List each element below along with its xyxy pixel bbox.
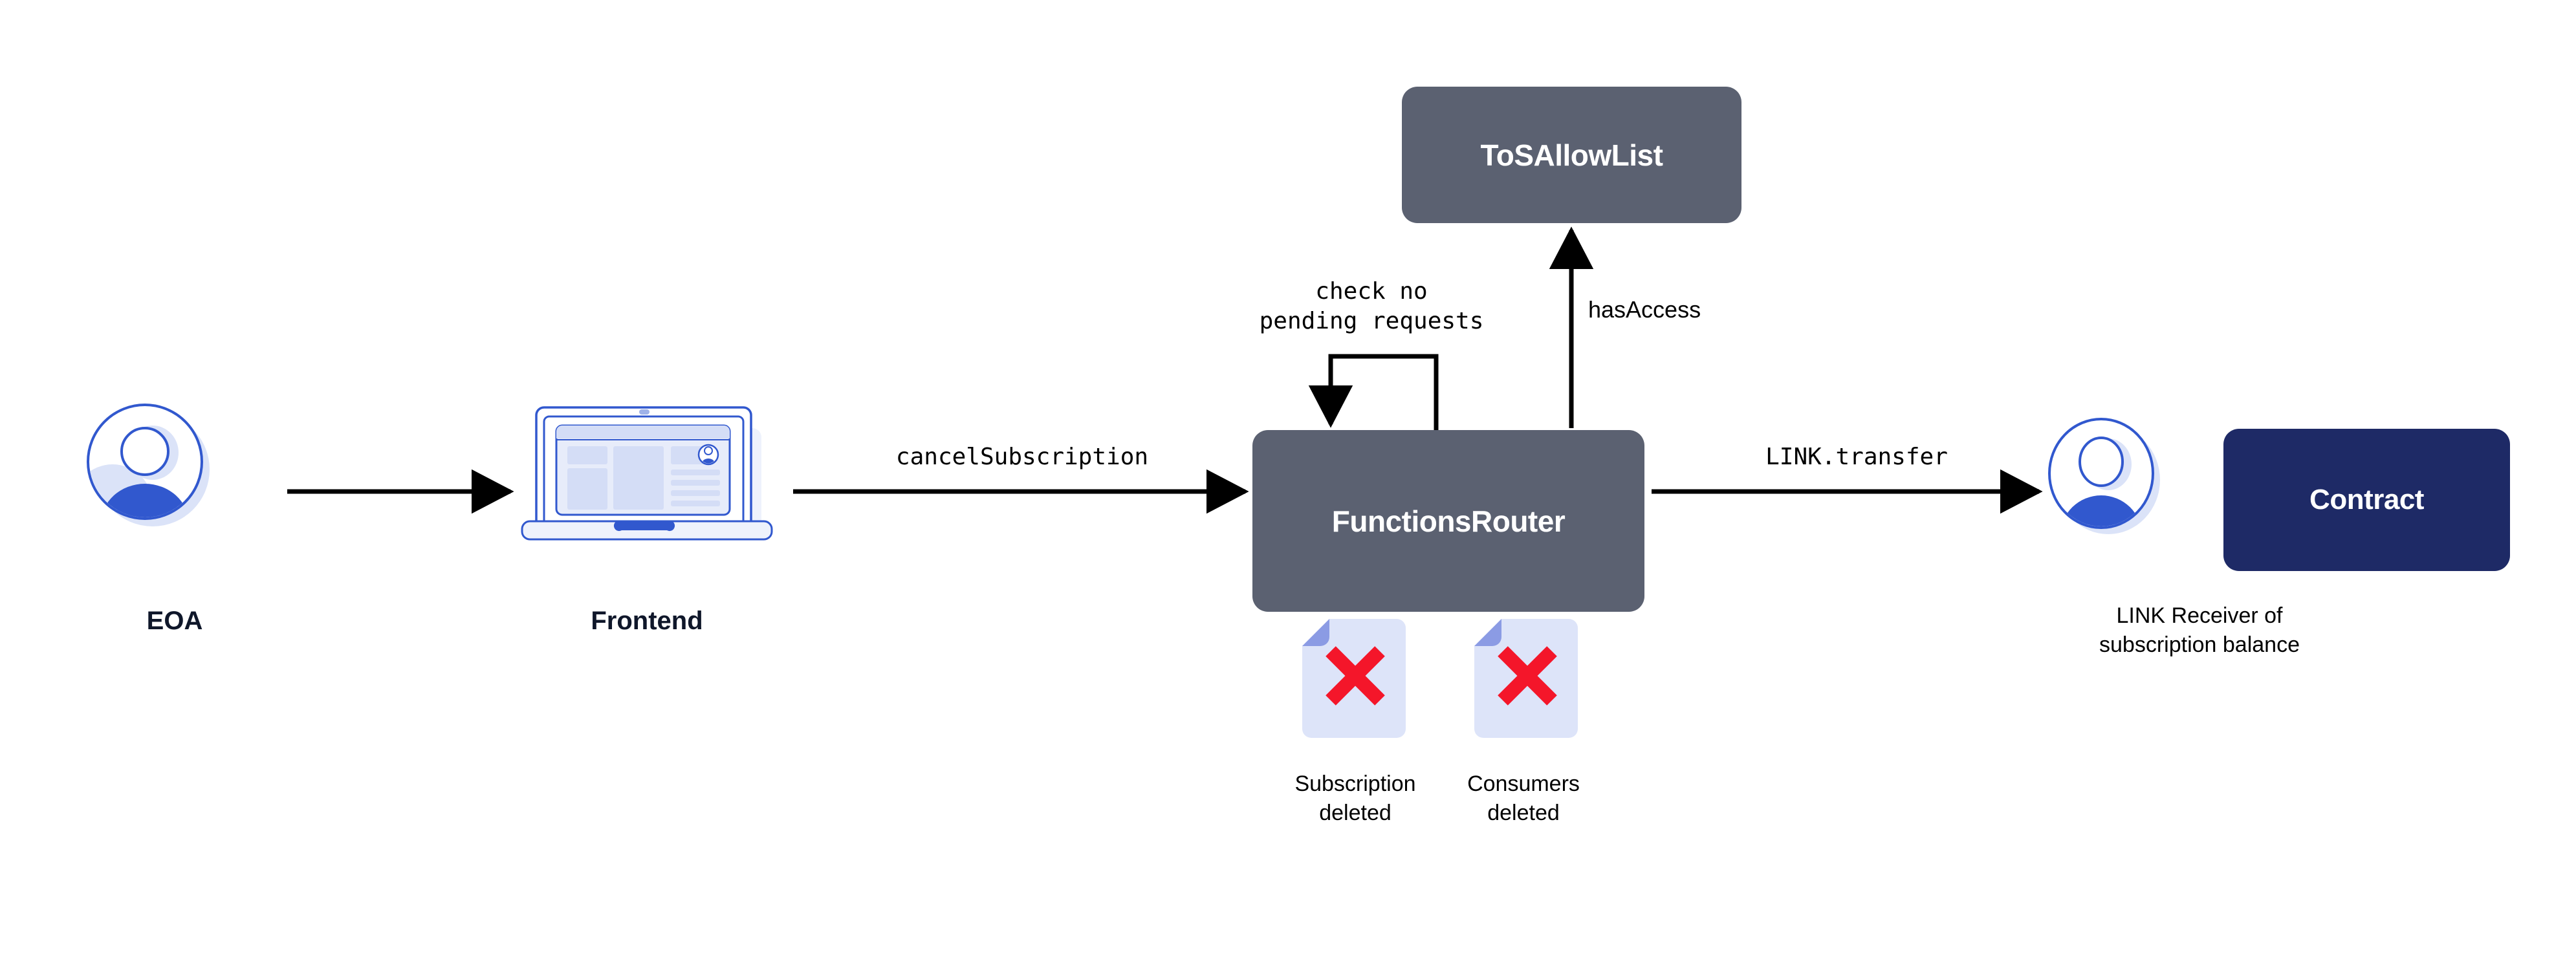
eoa-label: EOA xyxy=(146,607,203,635)
functions-router-box[interactable]: FunctionsRouter xyxy=(1252,430,1644,612)
edge-label-has-access: hasAccess xyxy=(1588,296,1701,323)
edge-label-check-no-pending-requests: check no pending requests xyxy=(1259,278,1484,335)
edge-label-cancel-subscription: cancelSubscription xyxy=(895,444,1149,470)
document-deleted-icon xyxy=(1302,619,1406,738)
edge-label-link-transfer: LINK.transfer xyxy=(1765,444,1948,470)
edge-functions-router-self-loop xyxy=(1308,354,1439,430)
subscription-deleted-caption: Subscription deleted xyxy=(1294,772,1416,825)
contract-box[interactable]: Contract xyxy=(2223,429,2510,571)
tos-allowlist-box[interactable]: ToSAllowList xyxy=(1402,87,1741,223)
laptop-icon xyxy=(521,406,773,541)
functions-router-label: FunctionsRouter xyxy=(1331,504,1566,538)
contract-label: Contract xyxy=(2309,484,2424,515)
frontend-label: Frontend xyxy=(591,607,703,635)
user-avatar-icon xyxy=(2048,418,2160,534)
tos-allowlist-label: ToSAllowList xyxy=(1480,138,1663,172)
consumers-deleted-caption: Consumers deleted xyxy=(1467,772,1580,825)
document-deleted-icon xyxy=(1474,619,1578,738)
user-avatar-icon xyxy=(87,404,210,526)
link-receiver-caption: LINK Receiver of subscription balance xyxy=(2099,603,2300,657)
